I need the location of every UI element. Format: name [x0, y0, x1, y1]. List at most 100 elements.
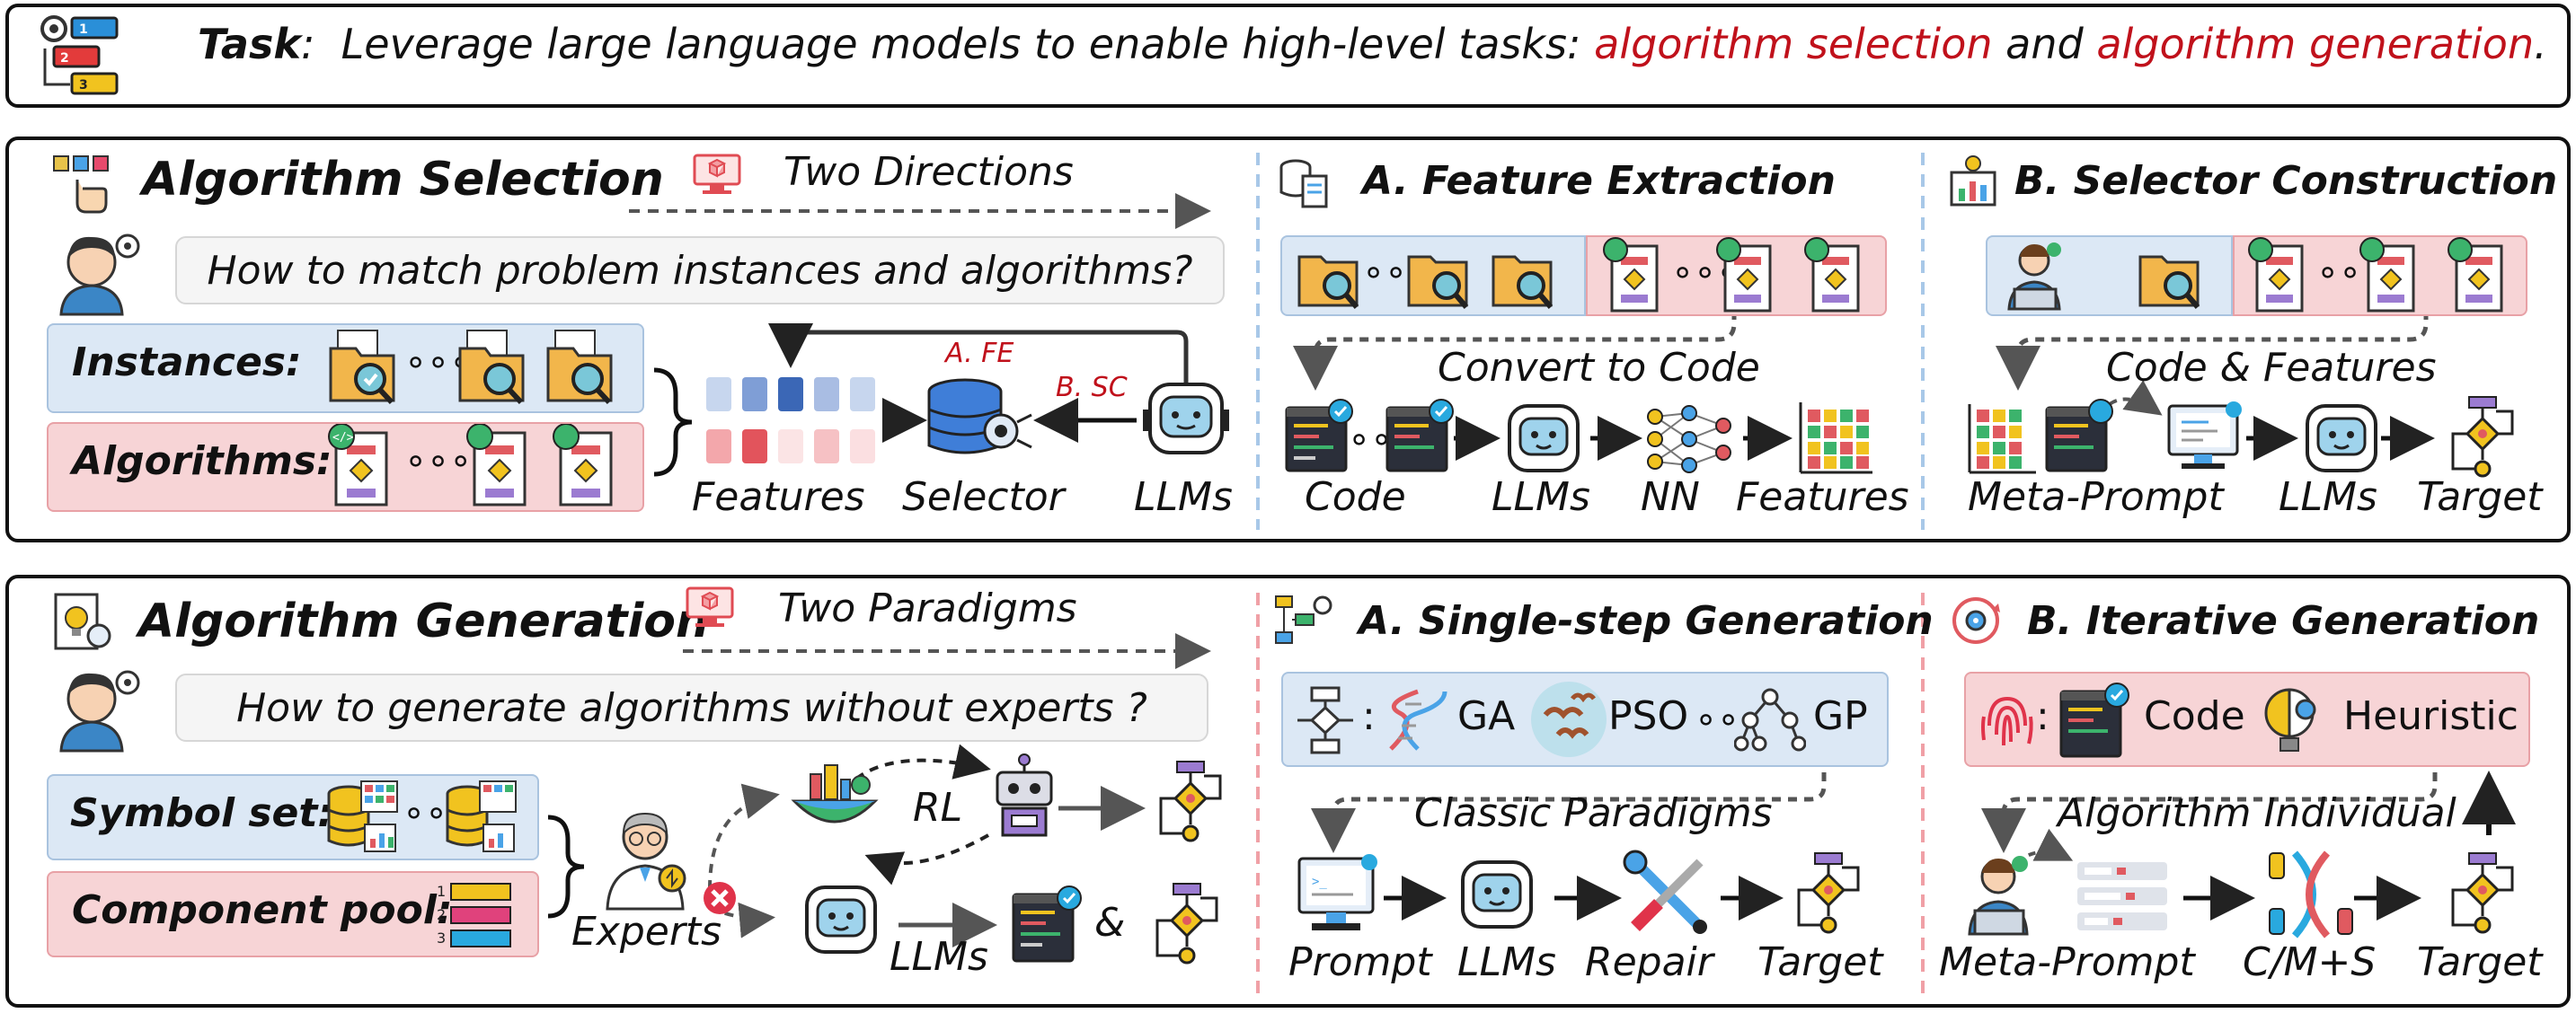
target-flowchart-icon	[1150, 758, 1231, 844]
feature-vector-icon	[704, 375, 884, 467]
ellipsis: ∘∘∘	[404, 440, 473, 481]
code-editor-icon	[2058, 683, 2133, 760]
it-code-label: Code	[2144, 693, 2245, 739]
sc-meta-prompt-label: Meta-Prompt	[1968, 474, 2224, 520]
flowchart-code-icon	[1714, 237, 1777, 314]
neural-network-icon	[1644, 401, 1734, 478]
sc-llms-label: LLMs	[2279, 474, 2377, 520]
it-target-label: Target	[2417, 939, 2543, 985]
ampersand-label: &	[1094, 900, 1126, 946]
colon-label: :	[1362, 693, 1376, 739]
ss-repair-label: Repair	[1585, 939, 1713, 985]
selection-question-text: How to match problem instances and algor…	[207, 247, 1193, 294]
tree-graph-icon	[1733, 686, 1807, 754]
error-x-icon	[702, 880, 738, 916]
repair-tools-icon	[1623, 850, 1713, 939]
it-cms-label: C/M+S	[2243, 939, 2377, 985]
experts-label: Experts	[571, 909, 722, 955]
selector-label: Selector	[902, 474, 1065, 520]
features-label: Features	[692, 474, 865, 520]
generation-llms-label: LLMs	[890, 934, 988, 980]
feature-grid-icon	[1797, 399, 1874, 476]
generation-question-text: How to generate algorithms without exper…	[236, 684, 1147, 731]
hand-pointer-icon	[50, 153, 113, 216]
svg-text:1: 1	[79, 22, 88, 37]
code-editor-icon	[1010, 885, 1085, 965]
folder-search-icon	[2138, 239, 2201, 311]
two-directions-label: Two Directions	[783, 149, 1074, 195]
earth-environment-icon	[791, 760, 879, 842]
selection-question-bubble: How to match problem instances and algor…	[175, 236, 1225, 304]
person-laptop-icon	[1962, 853, 2038, 936]
svg-text:1: 1	[437, 883, 446, 900]
bulb-gear-icon	[2257, 683, 2329, 760]
robot-llm-icon	[800, 882, 882, 961]
gp-label: GP	[1813, 693, 1868, 739]
feature-extraction-title: A. Feature Extraction	[1362, 158, 1836, 204]
person-laptop-icon	[2000, 239, 2072, 313]
llms-label: LLMs	[1134, 474, 1233, 520]
code-features-label: Code & Features	[2106, 345, 2437, 391]
folder-search-icon	[1297, 239, 1360, 311]
database-doc-icon	[1276, 156, 1330, 210]
task-label: Task	[198, 20, 301, 68]
svg-text:2: 2	[437, 906, 446, 923]
selector-construction-title: B. Selector Construction	[2014, 158, 2558, 204]
generation-question-bubble: How to generate algorithms without exper…	[175, 674, 1208, 742]
ss-target-label: Target	[1757, 939, 1883, 985]
svg-text:>_: >_	[1312, 875, 1327, 889]
fe-nn-label: NN	[1641, 474, 1700, 520]
task-text-pre: Leverage large language models to enable…	[314, 20, 1595, 68]
flowchart-code-icon: </>	[325, 423, 397, 508]
bulb-doc-icon	[50, 589, 113, 654]
task-text: Task: Leverage large language models to …	[198, 20, 2547, 68]
component-pool-label: Component pool:	[72, 887, 453, 933]
fe-features-label: Features	[1736, 474, 1909, 520]
ss-prompt-label: Prompt	[1288, 939, 1432, 985]
task-highlight-generation: algorithm generation	[2096, 20, 2535, 68]
generation-panel	[5, 575, 2571, 1008]
fe-tag: A. FE	[945, 338, 1014, 369]
fingerprint-icon	[1978, 690, 2036, 753]
robot-llm-icon	[1502, 401, 1585, 480]
it-heuristic-label: Heuristic	[2343, 693, 2518, 739]
monitor-icon	[685, 586, 735, 629]
svg-text:3: 3	[79, 78, 88, 93]
classic-paradigms-label: Classic Paradigms	[1414, 790, 1773, 836]
user-avatar-icon	[50, 663, 149, 753]
task-text-mid: and	[1992, 20, 2097, 68]
expert-icon	[600, 806, 699, 911]
flowchart-settings-icon	[1274, 593, 1333, 647]
instances-label: Instances:	[72, 339, 302, 385]
flowchart-code-icon	[2446, 237, 2509, 314]
generation-title: Algorithm Generation	[138, 595, 710, 648]
algorithm-individual-label: Algorithm Individual	[2058, 790, 2456, 836]
code-editor-icon	[2043, 399, 2115, 474]
prompt-list-icon	[2074, 859, 2173, 936]
database-grid-icon	[444, 778, 519, 855]
robot-llm-icon	[2300, 401, 2383, 480]
dna-icon	[1382, 686, 1456, 754]
feature-grid-icon	[1966, 401, 2038, 476]
flowchart-code-icon	[1802, 237, 1865, 314]
iterative-title: B. Iterative Generation	[2027, 598, 2540, 644]
task-list-icon: 1 2 3	[36, 13, 126, 99]
folder-search-icon	[329, 329, 397, 406]
it-meta-prompt-label: Meta-Prompt	[1939, 939, 2195, 985]
target-flowchart-icon	[2442, 850, 2523, 936]
birds-swarm-icon	[1527, 679, 1610, 760]
monitor-icon	[692, 153, 742, 196]
flowchart-small-icon	[1294, 686, 1357, 754]
folder-search-icon	[1407, 239, 1470, 311]
ss-llms-label: LLMs	[1457, 939, 1556, 985]
monitor-prompt-icon: >_	[1294, 853, 1380, 936]
fe-llms-label: LLMs	[1492, 474, 1590, 520]
flowchart-code-icon	[464, 423, 536, 508]
code-editor-icon	[1283, 399, 1355, 474]
folder-search-icon	[546, 329, 615, 406]
rl-label: RL	[913, 785, 963, 831]
robot-llm-icon	[1141, 377, 1231, 463]
svg-text:2: 2	[60, 51, 69, 66]
selection-title: Algorithm Selection	[142, 153, 664, 207]
ga-label: GA	[1457, 693, 1516, 739]
